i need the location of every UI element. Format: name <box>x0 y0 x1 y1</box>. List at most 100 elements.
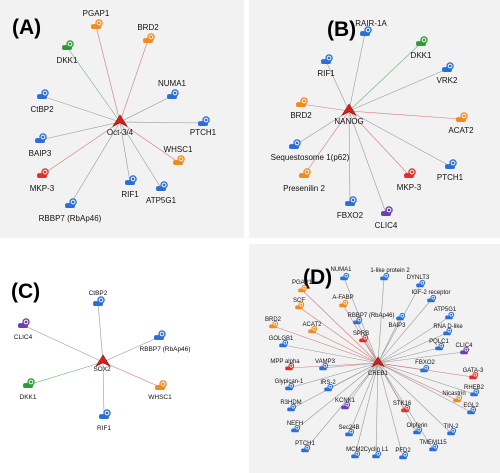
node-rif1[interactable]: RIF1 <box>317 54 335 78</box>
node-presenilin-2[interactable]: Presenilin 2 <box>283 168 325 193</box>
hub-node-creb1[interactable]: CREB1 <box>368 356 389 377</box>
edge-mkp-3 <box>348 110 410 176</box>
node-vamp3[interactable]: VAMP3 <box>315 359 336 371</box>
node-numa1[interactable]: NUMA1 <box>158 79 187 100</box>
node-label: Sequestosome 1(p62) <box>271 153 350 162</box>
node-acat2[interactable]: ACAT2 <box>303 322 323 334</box>
node-ctbp2[interactable]: CtBP2 <box>89 290 108 307</box>
node-rair-1a[interactable]: RAIR-1A <box>355 19 387 37</box>
node-whsc1[interactable]: WHSC1 <box>148 380 172 401</box>
edge-acat2 <box>311 330 379 364</box>
node-clic4[interactable]: CLIC4 <box>14 318 33 341</box>
node-gata-3[interactable]: GATA-3 <box>463 368 484 380</box>
node-dkk1[interactable]: DKK1 <box>411 36 432 60</box>
node-ptch1[interactable]: PTCH1 <box>295 441 315 453</box>
node-pqlc1[interactable]: PQLC1 <box>429 339 449 351</box>
edge-brd2 <box>300 103 350 112</box>
node-atp5g1[interactable]: ATP5G1 <box>434 307 457 320</box>
node-label: CLIC4 <box>14 334 33 341</box>
node-label: FBXO2 <box>337 211 364 220</box>
node-label: PTCH1 <box>295 441 315 447</box>
node-mkp-3[interactable]: MKP-3 <box>30 168 55 193</box>
node-kcnk1[interactable]: KCNK1 <box>335 398 356 410</box>
node-stk16[interactable]: STK16 <box>393 401 412 413</box>
edge-clic4 <box>348 110 387 214</box>
node-clic4[interactable]: CLIC4 <box>375 206 398 230</box>
node-brd2[interactable]: BRD2 <box>265 317 282 329</box>
node-vrk2[interactable]: VRK2 <box>437 62 458 85</box>
node-mcm2[interactable]: MCM2 <box>346 447 364 459</box>
node-rbbp7-rbap46[interactable]: RBBP7 (RbAp46) <box>140 330 191 353</box>
node-egl2[interactable]: EGL2 <box>463 403 479 415</box>
node-rif1[interactable]: RIF1 <box>121 175 139 199</box>
node-rna-d-like[interactable]: RNA D-like <box>433 324 463 336</box>
node-pgap1[interactable]: PGAP1 <box>83 9 110 30</box>
node-label: BRD2 <box>290 111 312 120</box>
node-dynlt3[interactable]: DYNLT3 <box>407 275 430 288</box>
edge-atp5g1 <box>119 121 162 189</box>
hub-node-sox2[interactable]: SOX2 <box>93 354 111 373</box>
node-ptch1[interactable]: PTCH1 <box>437 159 464 182</box>
node-1-like-protein-2[interactable]: 1-like protein 2 <box>370 268 410 281</box>
edges <box>293 32 462 214</box>
edge-cyclin-l1 <box>375 362 379 457</box>
edge-rheb2 <box>377 362 475 395</box>
node-ctbp2[interactable]: CtBP2 <box>30 89 54 114</box>
node-label: SPRB <box>353 331 369 337</box>
node-numa1[interactable]: NUMA1 <box>330 267 352 281</box>
node-label: SCF <box>293 298 305 304</box>
node-tmem115[interactable]: TMEM115 <box>419 440 447 452</box>
node-mkp-3[interactable]: MKP-3 <box>397 168 422 192</box>
node-baip3[interactable]: BAIP3 <box>29 133 52 158</box>
node-fbxo2[interactable]: FBXO2 <box>337 196 364 220</box>
node-label: RBBP7 (RbAp46) <box>140 346 191 353</box>
edge-ptch1 <box>348 110 451 167</box>
node-dkk1[interactable]: DKK1 <box>57 40 78 65</box>
node-pfd2[interactable]: PFD2 <box>395 448 411 460</box>
node-rbbp7-rbap46[interactable]: RBBP7 (RbAp46) <box>39 198 102 223</box>
node-sprb[interactable]: SPRB <box>353 331 369 343</box>
node-r3hdm[interactable]: R3HDM <box>280 400 302 412</box>
node-dkk1[interactable]: DKK1 <box>20 378 37 401</box>
node-rbbp7-rbap46[interactable]: RBBP7 (RbAp46) <box>347 313 395 325</box>
node-golgb1[interactable]: GOLGB1 <box>269 336 294 348</box>
node-atp5g1[interactable]: ATP5G1 <box>146 181 177 205</box>
node-acat2[interactable]: ACAT2 <box>448 112 474 135</box>
hub-node-oct-3-4[interactable]: Oct-3/4 <box>107 114 134 137</box>
node-label: DYNLT3 <box>407 275 430 281</box>
node-a-fabp[interactable]: A-FABP <box>332 295 354 308</box>
node-label: Presenilin 2 <box>283 184 325 193</box>
node-fbxo2[interactable]: FBXO2 <box>415 360 435 373</box>
node-whsc1[interactable]: WHSC1 <box>164 145 193 166</box>
node-pgap1[interactable]: PGAP1 <box>292 280 313 293</box>
node-brd2[interactable]: BRD2 <box>290 97 312 120</box>
node-baip3[interactable]: BAIP3 <box>388 312 406 329</box>
panel-d-letter: (D) <box>303 266 333 289</box>
node-brd2[interactable]: BRD2 <box>137 23 159 44</box>
edge-dkk1 <box>348 42 422 112</box>
edge-sprb <box>362 339 379 364</box>
node-mpp-alpha[interactable]: MPP alpha <box>270 359 300 371</box>
node-sequestosome-1-p62[interactable]: Sequestosome 1(p62) <box>271 139 350 162</box>
node-tin-2[interactable]: TIN-2 <box>444 424 460 436</box>
node-olpferin[interactable]: Olpferin <box>406 423 428 435</box>
node-nicastrin[interactable]: Nicastrin <box>442 391 466 403</box>
node-nefh[interactable]: NEFH <box>287 421 303 433</box>
node-rheb2[interactable]: RHEB2 <box>464 385 485 397</box>
node-irs-2[interactable]: IRS-2 <box>320 380 336 392</box>
node-ptch1[interactable]: PTCH1 <box>190 116 217 137</box>
node-clic4[interactable]: CLIC4 <box>455 343 473 355</box>
node-glypican-1[interactable]: Glypican-1 <box>275 379 304 391</box>
edge-a-fabp <box>342 304 379 364</box>
edge-glypican-1 <box>288 362 379 389</box>
node-rif1[interactable]: RIF1 <box>97 409 111 432</box>
node-label: MPP alpha <box>270 359 300 365</box>
node-igf-2-receptor[interactable]: IGF-2 receptor <box>411 290 451 303</box>
edge-pfd2 <box>377 362 404 458</box>
node-scf[interactable]: SCF <box>293 298 305 310</box>
node-label: WHSC1 <box>164 145 193 154</box>
hub-node-nanog[interactable]: NANOG <box>334 103 364 126</box>
node-cyclin-l1[interactable]: Cyclin L1 <box>364 447 389 459</box>
node-sec24b[interactable]: Sec24B <box>338 425 360 437</box>
